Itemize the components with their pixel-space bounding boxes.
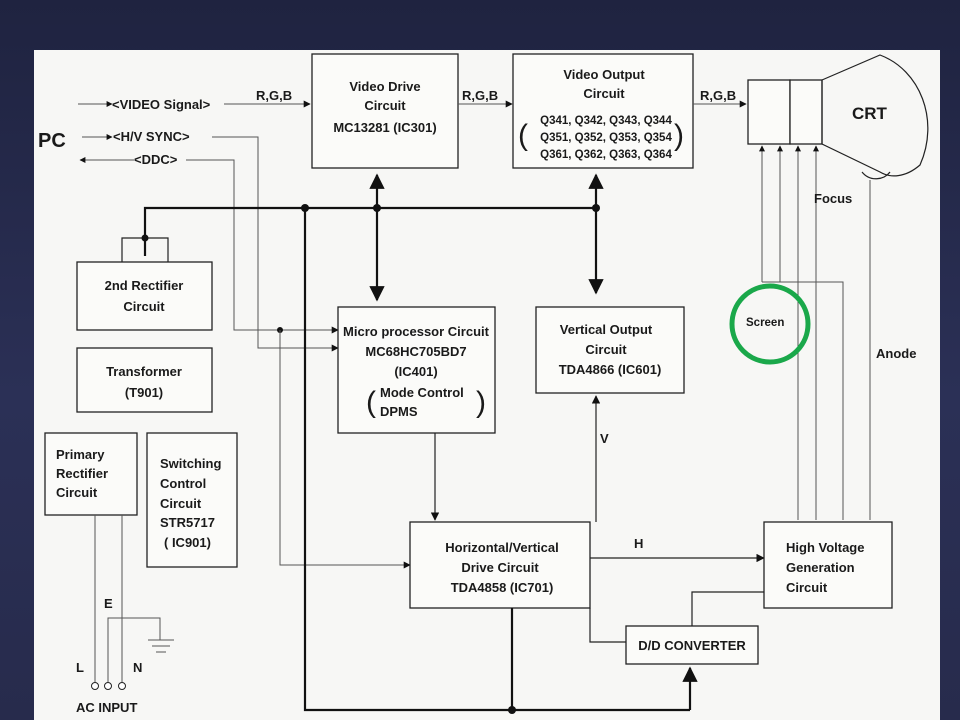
sync-to-hv-drive bbox=[279, 330, 411, 569]
switching-control-line5: ( IC901) bbox=[164, 535, 211, 550]
switching-control-line1: Switching bbox=[160, 456, 221, 471]
video-output-row1: Q341, Q342, Q343, Q344 bbox=[540, 115, 672, 127]
micro-paren-left: ( bbox=[366, 386, 376, 419]
transformer-line1: Transformer bbox=[106, 364, 182, 379]
micro-line5: DPMS bbox=[380, 404, 418, 419]
hv-drive-line2: Drive Circuit bbox=[461, 560, 539, 575]
vertical-output-line1: Vertical Output bbox=[560, 322, 653, 337]
high-voltage-line2: Generation bbox=[786, 560, 855, 575]
vertical-output-line2: Circuit bbox=[585, 342, 627, 357]
micro-line2: MC68HC705BD7 bbox=[365, 344, 466, 359]
transformer-block bbox=[76, 347, 213, 413]
video-output-line2: Circuit bbox=[583, 86, 625, 101]
high-voltage-line3: Circuit bbox=[786, 580, 828, 595]
high-voltage-block bbox=[763, 521, 893, 609]
label-n: N bbox=[133, 660, 142, 675]
video-output-line1: Video Output bbox=[563, 67, 645, 82]
terminal-e bbox=[104, 682, 112, 690]
anode-label: Anode bbox=[876, 346, 916, 361]
video-output-paren-right: ) bbox=[674, 119, 684, 152]
video-drive-block bbox=[311, 53, 459, 169]
transformer-line2: (T901) bbox=[125, 385, 163, 400]
power-bus-left bbox=[303, 208, 690, 712]
video-output-row2: Q351, Q352, Q353, Q354 bbox=[540, 132, 672, 144]
pc-label: PC bbox=[38, 130, 66, 152]
rgb-label-2: R,G,B bbox=[462, 88, 498, 103]
hv-drive-line1: Horizontal/Vertical bbox=[445, 540, 558, 555]
crt-label: CRT bbox=[852, 104, 888, 123]
rectifier-junction bbox=[141, 234, 149, 242]
vertical-output-line3: TDA4866 (IC601) bbox=[559, 362, 662, 377]
hv-drive-line3: TDA4858 (IC701) bbox=[451, 580, 554, 595]
second-rectifier-line2: Circuit bbox=[123, 299, 165, 314]
v-label: V bbox=[600, 431, 609, 446]
hv-drive-to-dd bbox=[589, 608, 626, 643]
switching-control-block bbox=[146, 432, 238, 568]
second-rectifier-line1: 2nd Rectifier bbox=[105, 278, 184, 293]
primary-rectifier-block bbox=[44, 432, 138, 516]
primary-rectifier-line1: Primary bbox=[56, 447, 105, 462]
micro-paren-right: ) bbox=[476, 386, 486, 419]
crt-neck-socket-a bbox=[747, 79, 791, 145]
ac-input-label: AC INPUT bbox=[76, 700, 137, 715]
second-rectifier-block bbox=[76, 261, 213, 331]
screen-feed bbox=[762, 281, 844, 520]
label-l: L bbox=[76, 660, 84, 675]
hv-drive-block bbox=[409, 521, 591, 609]
crt-anode-cap bbox=[861, 171, 891, 180]
screen-label: Screen bbox=[746, 317, 784, 329]
video-drive-line2: Circuit bbox=[364, 98, 406, 113]
video-output-row3: Q361, Q362, Q363, Q364 bbox=[540, 149, 672, 161]
terminal-n bbox=[118, 682, 126, 690]
video-output-block bbox=[512, 53, 694, 169]
microprocessor-block bbox=[337, 306, 496, 434]
hv-sync-label: <H/V SYNC> bbox=[113, 129, 190, 144]
rgb-label-3: R,G,B bbox=[700, 88, 736, 103]
crt-neck-socket-b bbox=[789, 79, 823, 145]
h-label: H bbox=[634, 536, 643, 551]
hv-sync-to-micro bbox=[212, 136, 339, 352]
switching-control-line4: STR5717 bbox=[160, 515, 215, 530]
label-e: E bbox=[104, 596, 113, 611]
micro-line3: (IC401) bbox=[394, 364, 437, 379]
earth-line bbox=[107, 617, 161, 682]
dd-converter-label: D/D CONVERTER bbox=[638, 638, 746, 653]
dd-converter-block bbox=[625, 625, 759, 665]
switching-control-line2: Control bbox=[160, 476, 206, 491]
primary-rectifier-line2: Rectifier bbox=[56, 466, 108, 481]
power-bus-top bbox=[143, 206, 596, 256]
screen-highlight-circle bbox=[729, 283, 811, 365]
video-output-paren-left: ( bbox=[518, 119, 528, 152]
primary-rectifier-line3: Circuit bbox=[56, 485, 98, 500]
video-signal-label: <VIDEO Signal> bbox=[112, 97, 211, 112]
ddc-label: <DDC> bbox=[134, 152, 178, 167]
video-drive-line3: MC13281 (IC301) bbox=[333, 120, 436, 135]
dd-to-high-voltage bbox=[691, 591, 764, 626]
high-voltage-line1: High Voltage bbox=[786, 540, 864, 555]
focus-label: Focus bbox=[814, 191, 852, 206]
micro-line4: Mode Control bbox=[380, 385, 464, 400]
switching-control-line3: Circuit bbox=[160, 496, 202, 511]
micro-line1: Micro processor Circuit bbox=[343, 324, 490, 339]
rgb-label-1: R,G,B bbox=[256, 88, 292, 103]
terminal-l bbox=[91, 682, 99, 690]
vertical-output-block bbox=[535, 306, 685, 394]
video-drive-line1: Video Drive bbox=[349, 79, 420, 94]
